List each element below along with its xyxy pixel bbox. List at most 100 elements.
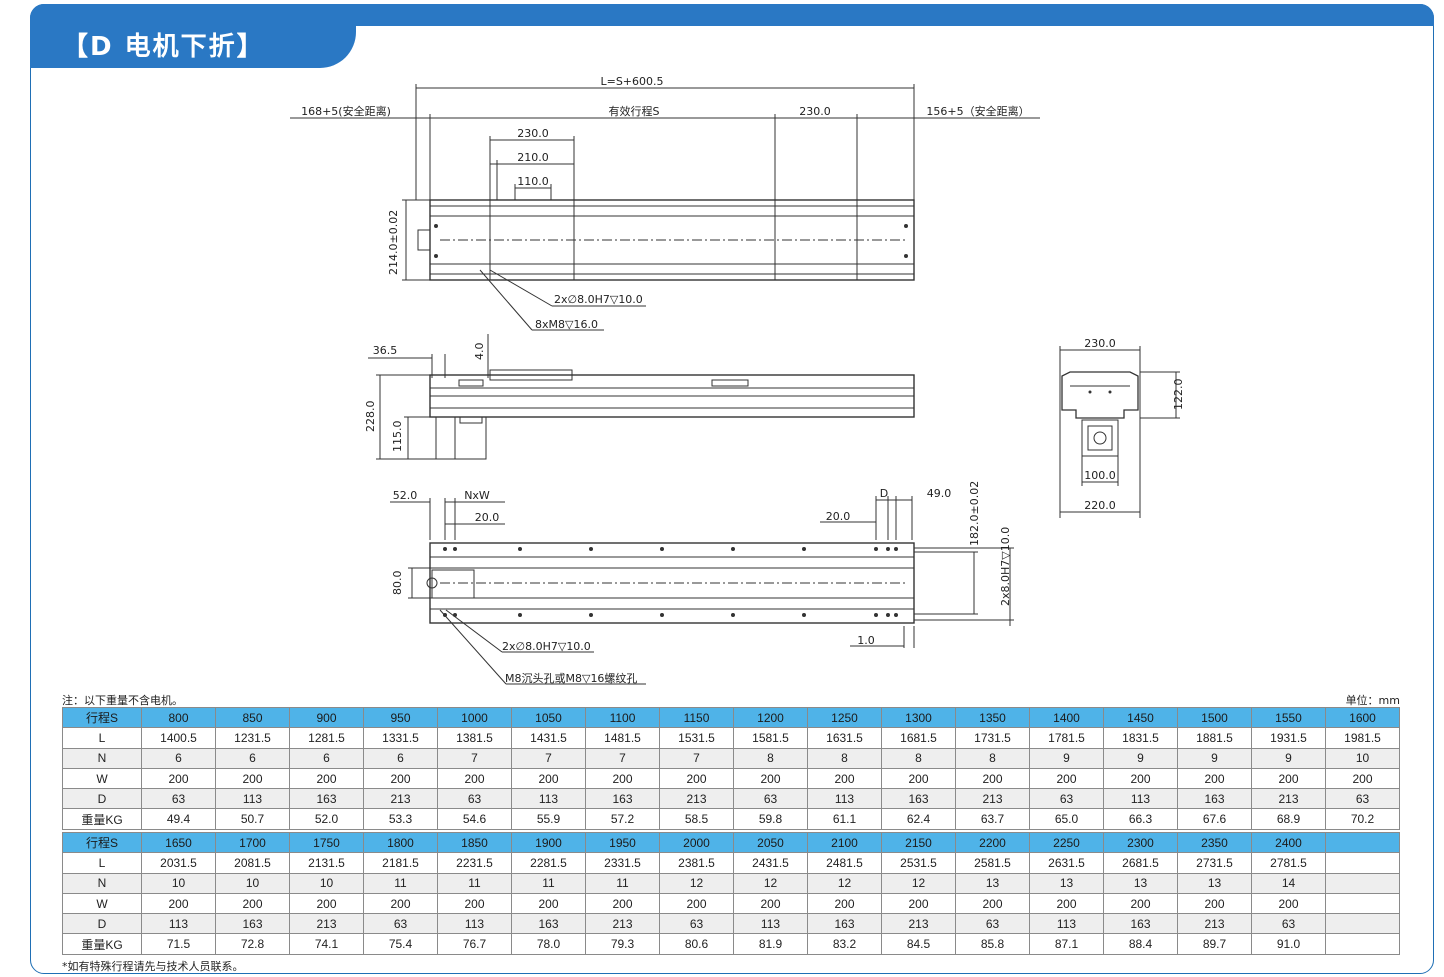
- table-cell: 63: [437, 788, 512, 810]
- table-cell: 2781.5: [1251, 852, 1326, 874]
- table-cell: 200: [289, 767, 364, 790]
- label-right-safety: 156+5（安全距离）: [926, 104, 1029, 118]
- table-cell: 163: [215, 913, 290, 935]
- table-cell: 78.0: [511, 933, 586, 955]
- table-cell: 8: [733, 747, 808, 769]
- table-cell: 163: [881, 788, 956, 810]
- table-cell: 1931.5: [1251, 727, 1326, 749]
- table-cell: 11: [585, 872, 660, 894]
- technical-drawing: L=S+600.5 168+5(安全距离) 有效行程S 230.0 156+5（…: [290, 75, 1185, 685]
- row-label-cell: D: [62, 913, 142, 935]
- table-cell: 13: [1103, 872, 1178, 894]
- table-cell: 200: [733, 892, 808, 915]
- table-cell: 1150: [659, 706, 734, 729]
- table-cell: 200: [881, 767, 956, 790]
- table-cell: 67.6: [1177, 808, 1252, 830]
- table-cell: [1325, 831, 1400, 854]
- table-cell: 200: [659, 892, 734, 915]
- table-cell: 200: [733, 767, 808, 790]
- table-cell: 1631.5: [807, 727, 882, 749]
- table-cell: 200: [1177, 767, 1252, 790]
- table-cell: 2131.5: [289, 852, 364, 874]
- row-label-cell: L: [62, 727, 142, 749]
- table-cell: 1731.5: [955, 727, 1030, 749]
- table-cell: 72.8: [215, 933, 290, 955]
- label-bottom-49: 49.0: [927, 487, 952, 500]
- label-side-4: 4.0: [473, 343, 486, 361]
- table-cell: 2200: [955, 831, 1030, 854]
- table-cell: 163: [1103, 913, 1178, 935]
- table-cell: 200: [511, 892, 586, 915]
- table-cell: 6: [215, 747, 290, 769]
- table-cell: 57.2: [585, 808, 660, 830]
- label-effective-stroke: 有效行程S: [609, 104, 660, 118]
- table-cell: 2000: [659, 831, 734, 854]
- table-cell: 7: [511, 747, 586, 769]
- table-cell: 2100: [807, 831, 882, 854]
- label-dim-210: 210.0: [517, 151, 549, 164]
- table-cell: 63: [1029, 788, 1104, 810]
- table-cell: 2581.5: [955, 852, 1030, 874]
- table-cell: 200: [1251, 892, 1326, 915]
- table-cell: 63: [363, 913, 438, 935]
- table-cell: 200: [1325, 767, 1400, 790]
- table-cell: 1381.5: [437, 727, 512, 749]
- table-cell: 1481.5: [585, 727, 660, 749]
- table-cell: 71.5: [141, 933, 216, 955]
- table-cell: 850: [215, 706, 290, 729]
- table-cell: 200: [1029, 892, 1104, 915]
- table-cell: 113: [511, 788, 586, 810]
- table-cell: 9: [1103, 747, 1178, 769]
- label-top-pin-hole: 2x∅8.0H7▽10.0: [554, 293, 643, 306]
- table-cell: 63.7: [955, 808, 1030, 830]
- table-cell: 1231.5: [215, 727, 290, 749]
- table-cell: 213: [1177, 913, 1252, 935]
- row-label-cell: L: [62, 852, 142, 874]
- table-cell: 10: [289, 872, 364, 894]
- table-cell: 2431.5: [733, 852, 808, 874]
- table-cell: 2731.5: [1177, 852, 1252, 874]
- table-cell: 62.4: [881, 808, 956, 830]
- label-top-m8-hole: 8xM8▽16.0: [535, 318, 598, 331]
- table-cell: 66.3: [1103, 808, 1178, 830]
- table-cell: 900: [289, 706, 364, 729]
- table-cell: 70.2: [1325, 808, 1400, 830]
- table-cell: 6: [289, 747, 364, 769]
- table-cell: 200: [1103, 892, 1178, 915]
- table-cell: 163: [807, 913, 882, 935]
- table-cell: 200: [215, 767, 290, 790]
- table-cell: 1700: [215, 831, 290, 854]
- table-cell: 2681.5: [1103, 852, 1178, 874]
- label-right-230: 230.0: [799, 105, 831, 118]
- table-cell: [1325, 872, 1400, 894]
- table-cell: 81.9: [733, 933, 808, 955]
- table-cell: 113: [437, 913, 512, 935]
- table-cell: 68.9: [1251, 808, 1326, 830]
- label-side-36-5: 36.5: [373, 344, 398, 357]
- table-cell: 2350: [1177, 831, 1252, 854]
- table-cell: 14: [1251, 872, 1326, 894]
- row-label-cell: 行程S: [62, 706, 142, 729]
- table-cell: 2381.5: [659, 852, 734, 874]
- table-cell: 80.6: [659, 933, 734, 955]
- table-cell: 11: [363, 872, 438, 894]
- table-cell: 2031.5: [141, 852, 216, 874]
- table-cell: 83.2: [807, 933, 882, 955]
- table-cell: 10: [215, 872, 290, 894]
- table-cell: 163: [511, 913, 586, 935]
- table-cell: 9: [1251, 747, 1326, 769]
- table-cell: 213: [1251, 788, 1326, 810]
- table-cell: 1200: [733, 706, 808, 729]
- row-label-cell: D: [62, 788, 142, 810]
- label-end-230: 230.0: [1084, 337, 1116, 350]
- label-dim-110: 110.0: [517, 175, 549, 188]
- row-label-cell: 重量KG: [62, 808, 142, 830]
- table-cell: 74.1: [289, 933, 364, 955]
- table-cell: [1325, 892, 1400, 915]
- table-cell: 200: [363, 892, 438, 915]
- label-end-220: 220.0: [1084, 499, 1116, 512]
